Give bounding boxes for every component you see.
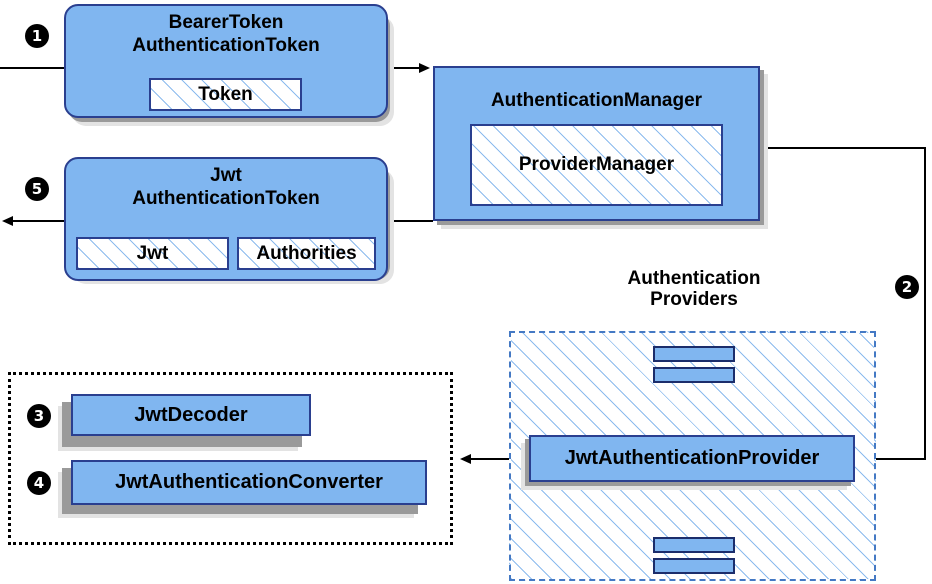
authentication-providers-label-line2: Providers [650,289,738,311]
inner-jwt-box[interactable]: Jwt [76,237,229,270]
authentication-providers-label: Authentication Providers [558,268,830,311]
node-jwt-authentication-provider[interactable]: JwtAuthenticationProvider [529,435,855,482]
inner-token-label: Token [198,83,253,105]
step-badge-3: 3 [27,404,51,428]
node-jwt-authentication-converter[interactable]: JwtAuthenticationConverter [71,460,427,505]
step-badge-1: 1 [25,24,49,48]
jwt-token-title-line2: AuthenticationToken [132,188,320,209]
jwt-authentication-converter-label: JwtAuthenticationConverter [115,471,383,493]
provider-placeholder-bar-top-1 [653,346,735,362]
bearer-token-title-line2: AuthenticationToken [132,35,320,56]
inner-authorities-label: Authorities [256,242,357,264]
step-badge-2: 2 [895,275,919,299]
inner-jwt-label: Jwt [136,242,169,264]
authentication-manager-title: AuthenticationManager [490,90,703,111]
inner-provider-manager-box[interactable]: ProviderManager [470,124,723,206]
provider-placeholder-bar-bottom-1 [653,537,735,553]
jwt-support-container [8,372,453,545]
jwt-decoder-label: JwtDecoder [134,403,248,426]
node-bearer-token-authentication-token[interactable]: BearerToken AuthenticationToken [64,4,388,118]
jwt-token-title-line1: Jwt [210,165,242,186]
provider-placeholder-bar-top-2 [653,367,735,383]
inner-provider-manager-label: ProviderManager [518,154,675,175]
inner-authorities-box[interactable]: Authorities [237,237,376,270]
provider-placeholder-bar-bottom-2 [653,558,735,574]
jwt-authentication-provider-label: JwtAuthenticationProvider [564,447,820,469]
node-jwt-decoder[interactable]: JwtDecoder [71,394,311,436]
bearer-token-title-line1: BearerToken [168,12,284,33]
step-badge-4: 4 [27,471,51,495]
step-badge-5: 5 [25,177,49,201]
inner-token-box[interactable]: Token [149,78,302,111]
authentication-providers-label-line1: Authentication [627,268,761,289]
